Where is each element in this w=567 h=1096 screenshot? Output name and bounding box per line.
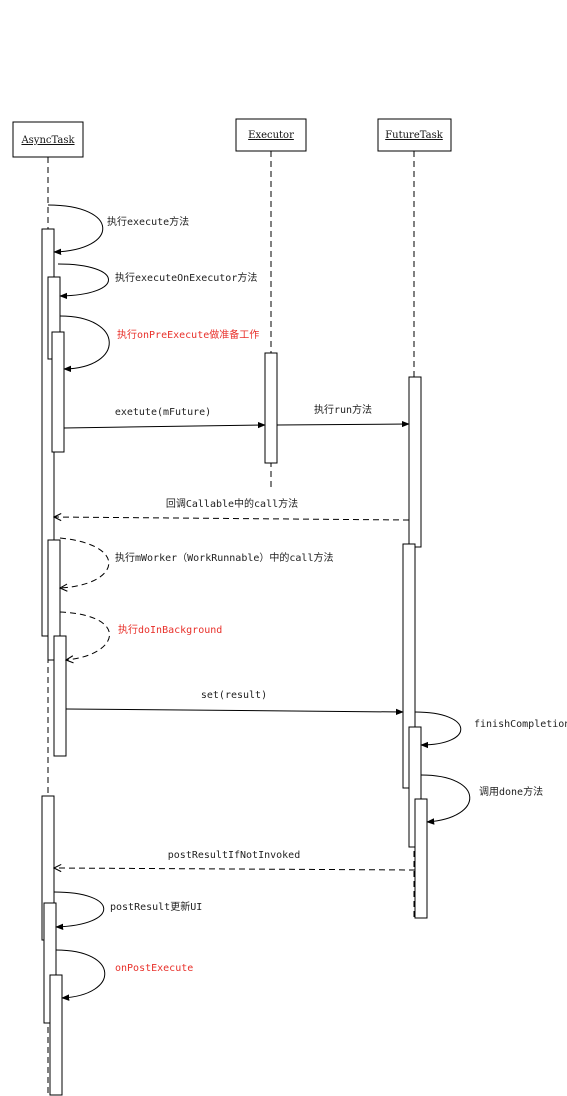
lifeline-head-executor: [235, 118, 307, 152]
activation-bar: [53, 635, 67, 757]
activation-bar: [408, 376, 422, 548]
self-message-arrow: [53, 891, 105, 930]
message-label: 调用done方法: [479, 785, 543, 798]
self-message-arrow: [47, 204, 104, 255]
message-label: onPostExecute: [115, 963, 193, 974]
activation-bar: [264, 352, 278, 464]
message-label: exetute(mFuture): [115, 407, 211, 418]
lifeline-label-futuretask: FutureTask: [385, 130, 444, 141]
message-label: finishCompletion: [474, 719, 567, 730]
self-message-arrow: [420, 774, 471, 825]
activation-bar: [51, 331, 65, 453]
message-arrow: [65, 708, 404, 716]
message-label: 执行execute方法: [107, 215, 189, 228]
self-message-arrow: [55, 949, 106, 1001]
message-label: 执行run方法: [314, 403, 372, 416]
self-message-arrow: [59, 611, 110, 660]
self-message-arrow: [414, 711, 462, 749]
lifeline-label-executor: Executor: [248, 130, 294, 141]
message-label: 执行onPreExecute做准备工作: [117, 328, 259, 341]
lifeline-head-asynctask: [12, 121, 84, 158]
message-label: 执行mWorker（WorkRunnable）中的call方法: [115, 551, 333, 564]
lifeline-label-asynctask: AsyncTask: [20, 135, 75, 146]
return-message-arrow: [54, 868, 416, 870]
self-message-arrow: [60, 537, 110, 588]
lifeline-head-futuretask: [377, 118, 452, 152]
message-label: 回调Callable中的call方法: [166, 497, 298, 510]
message-label: postResult更新UI: [110, 900, 202, 913]
activation-bar: [49, 974, 63, 1096]
message-arrow: [63, 421, 266, 429]
return-message-arrow: [54, 517, 410, 520]
activation-bar: [414, 798, 428, 919]
message-arrow: [276, 420, 410, 428]
message-label: 执行doInBackground: [118, 623, 222, 636]
message-label: 执行executeOnExecutor方法: [115, 271, 257, 284]
message-label: set(result): [201, 690, 267, 701]
self-message-arrow: [59, 315, 110, 373]
self-message-arrow: [57, 263, 109, 300]
message-label: postResultIfNotInvoked: [168, 850, 300, 861]
